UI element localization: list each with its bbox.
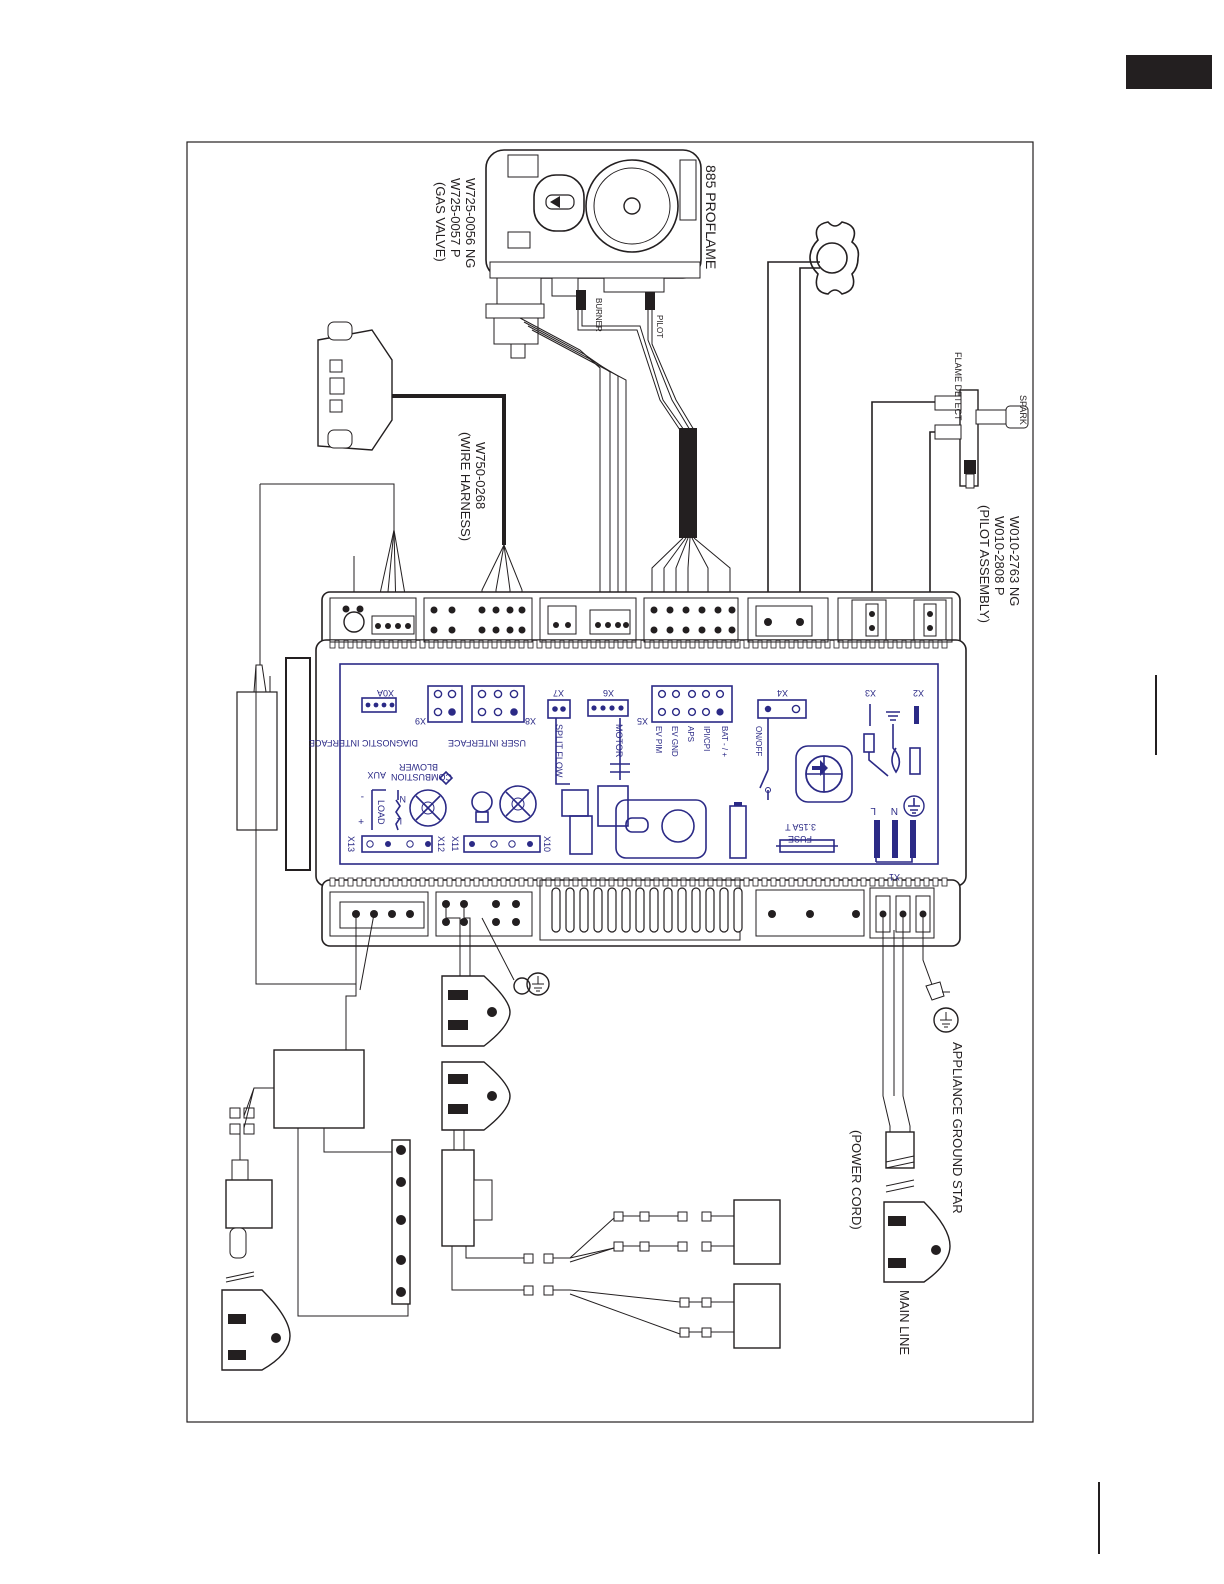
valve-wires [519,310,731,612]
n-right-label: N [891,805,898,816]
corner-tab [1126,55,1212,89]
proflame-label: 885 PROFLAME [703,165,719,269]
pilot-assembly [871,389,1029,612]
on-off-label: ON/OFF [754,726,763,756]
x8-label: X8 [525,716,536,726]
combustion-label: COMBUSTION [391,772,452,782]
power-cord-label: (POWER CORD) [849,1130,864,1230]
load-label: LOAD [376,800,386,825]
pilot-label: PILOT [655,315,664,338]
wall-switch-plate [317,321,523,612]
gas-valve-p-label: W725-0057 P [448,178,463,258]
x2-label: X2 [913,688,924,698]
minus-label: - [361,791,364,802]
diagram-frame [186,141,1034,1423]
ev-gnd-label: EV GND [670,726,679,757]
x5-label: X5 [637,716,648,726]
gas-valve-ng-label: W725-0056 NG [463,178,478,268]
x7-label: X7 [553,688,564,698]
gas-valve-label: (GAS VALVE) [433,182,448,262]
pilot-assembly-label: (PILOT ASSEMBLY) [977,505,992,623]
harness-part-label: W750-0268 [473,442,488,509]
pilot-ng-label: W010-2763 NG [1007,516,1022,606]
n-left-label: N [400,794,407,804]
gas-valve [485,149,702,359]
board-vents [551,887,743,933]
user-interface-label: USER INTERFACE [448,738,526,748]
split-flow-label: SPLIT FLOW [554,724,564,778]
x10-label: X10 [542,836,552,852]
bat-label: BAT - / + [720,726,729,757]
on-off-switch-component [767,221,860,612]
ipi-cpi-label: IPI/CPI [702,726,711,751]
l-right-label: L [870,805,876,816]
footer-rule [1098,1482,1100,1554]
spark-label: SPARK [1018,395,1028,425]
motor-label: MOTOR [614,724,624,758]
aps-label: APS [686,726,695,742]
flame-detect-label: FLAME DETECT [953,352,963,421]
x12-label: X12 [436,836,446,852]
diagnostic-label: DIAGNOSTIC INTERFACE [309,738,418,748]
x3-label: X3 [865,688,876,698]
blower-label: BLOWER [398,762,438,772]
x1-label: X1 [889,872,900,882]
x6-label: X6 [603,688,614,698]
x13-label: X13 [346,836,356,852]
main-line-label: MAIN LINE [897,1290,912,1355]
x11-label: X11 [450,836,460,851]
board-print [361,685,925,863]
l-left-label: L [397,816,402,826]
x0a-label: X0A [377,688,394,698]
ev-pim-label: EV PIM [654,726,663,753]
fuse-label: FUSE [788,834,812,844]
bottom-wiring [221,664,959,1371]
board-teeth [329,639,948,887]
x4-label: X4 [777,688,788,698]
x9-label: X9 [415,716,426,726]
aux-label: AUX [367,770,386,780]
diagnostic-wires [236,483,409,831]
appliance-ground-label: APPLIANCE GROUND STAR [950,1042,965,1214]
side-rule [1155,675,1157,755]
plus-label: + [358,815,364,826]
control-board [285,591,967,947]
harness-label: (WIRE HARNESS) [458,432,473,541]
burner-label: BURNER [594,298,603,332]
pilot-p-label: W010-2808 P [992,516,1007,596]
fuse-rating-label: 3.15A T [785,822,816,832]
